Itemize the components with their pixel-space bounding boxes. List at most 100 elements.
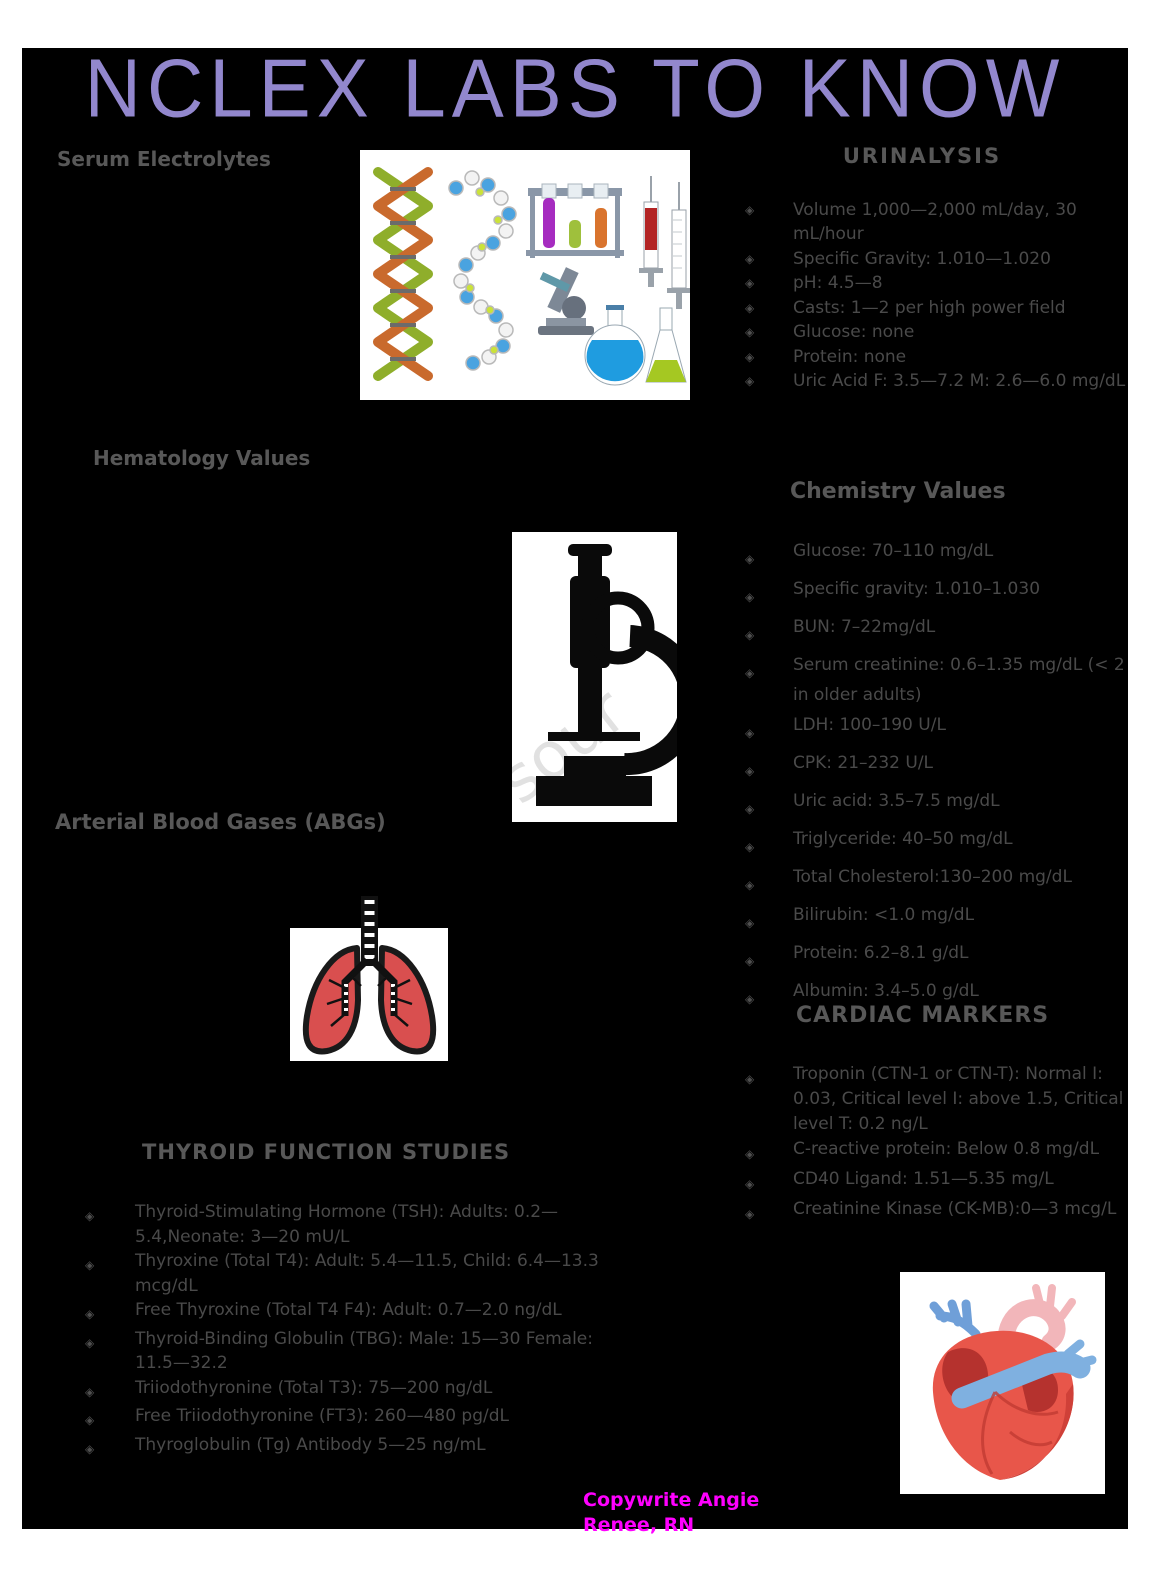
diamond-bullet-icon: ◈ (745, 325, 755, 340)
list-item-text: Bilirubin: <1.0 mg/dL (793, 905, 975, 925)
page-title: NCLEX LABS TO KNOW (84, 41, 1066, 135)
list-item-text: Protein: 6.2–8.1 g/dL (793, 943, 969, 963)
urinalysis-heading: URINALYSIS (842, 144, 1002, 168)
list-item: ◈ Albumin: 3.4–5.0 g/dL (745, 976, 1128, 1014)
lungs-icon (290, 896, 448, 1061)
list-item: ◈ Triglyceride: 40–50 mg/dL (745, 824, 1128, 862)
diamond-bullet-icon: ◈ (85, 1258, 95, 1272)
serum-electrolytes-heading: Serum Electrolytes (57, 147, 271, 171)
diamond-bullet-icon: ◈ (745, 251, 755, 266)
list-item: ◈ Specific gravity: 1.010–1.030 (745, 574, 1128, 612)
diamond-bullet-icon: ◈ (85, 1413, 95, 1427)
list-item-text: Specific gravity: 1.010–1.030 (793, 579, 1041, 599)
diamond-bullet-icon: ◈ (85, 1441, 95, 1456)
list-item-text: Troponin (CTN-1 or CTN-T): Normal I: 0.0… (793, 1064, 1124, 1134)
diamond-bullet-icon: ◈ (745, 628, 755, 642)
list-item-text: Albumin: 3.4–5.0 g/dL (793, 981, 979, 1001)
diamond-bullet-icon: ◈ (745, 666, 755, 680)
list-item: ◈ CPK: 21–232 U/L (745, 748, 1128, 786)
list-item: ◈ Uric acid: 3.5–7.5 mg/dL (745, 786, 1128, 824)
list-item-text: CPK: 21–232 U/L (793, 753, 934, 773)
copyright-line-2: Renee, RN (583, 1514, 695, 1537)
diamond-bullet-icon: ◈ (85, 1209, 95, 1223)
diamond-bullet-icon: ◈ (745, 276, 755, 291)
list-item-text: Total Cholesterol:130–200 mg/dL (793, 867, 1072, 887)
diamond-bullet-icon: ◈ (85, 1307, 95, 1321)
dna-lab-equipment-icon (360, 150, 691, 400)
list-item: ◈ Casts: 1—2 per high power field (745, 296, 1128, 320)
urinalysis-list: ◈ Volume 1,000—2,000 mL/day, 30 mL/hour … (745, 198, 1128, 394)
lungs-illustration (287, 896, 452, 1068)
diamond-bullet-icon: ◈ (745, 300, 755, 315)
list-item-text: Free Triiodothyronine (FT3): 260—480 pg/… (135, 1406, 509, 1426)
list-item-text: Volume 1,000—2,000 mL/day, 30 mL/hour (793, 200, 1077, 245)
list-item: ◈ Bilirubin: <1.0 mg/dL (745, 900, 1128, 938)
list-item-text: Glucose: none (793, 322, 915, 343)
list-item: ◈ Thyroxine (Total T4): Adult: 5.4—11.5,… (85, 1249, 615, 1298)
list-item: ◈ C-reactive protein: Below 0.8 mg/dL (745, 1137, 1131, 1167)
list-item-text: Thyroid-Stimulating Hormone (TSH): Adult… (135, 1202, 559, 1247)
list-item: ◈ Volume 1,000—2,000 mL/day, 30 mL/hour (745, 198, 1128, 247)
diamond-bullet-icon: ◈ (745, 954, 755, 968)
list-item: ◈ Thyroid-Binding Globulin (TBG): Male: … (85, 1327, 615, 1376)
heart-icon (900, 1272, 1105, 1494)
diamond-bullet-icon: ◈ (745, 878, 755, 892)
list-item-text: C-reactive protein: Below 0.8 mg/dL (793, 1139, 1100, 1159)
diamond-bullet-icon: ◈ (745, 374, 755, 389)
diamond-bullet-icon: ◈ (745, 203, 755, 217)
list-item-text: Specific Gravity: 1.010—1.020 (793, 248, 1051, 269)
list-item: ◈ Free Thyroxine (Total T4 F4): Adult: 0… (85, 1298, 615, 1327)
list-item-text: Thyroid-Binding Globulin (TBG): Male: 15… (135, 1328, 593, 1374)
diamond-bullet-icon: ◈ (745, 590, 755, 604)
copyright-credit: Copywrite Angie Renee, RN (583, 1488, 759, 1538)
diamond-bullet-icon: ◈ (745, 992, 755, 1006)
copyright-line-1: Copywrite Angie (583, 1489, 760, 1511)
diamond-bullet-icon: ◈ (745, 840, 755, 854)
list-item-text: Uric acid: 3.5–7.5 mg/dL (793, 791, 1000, 811)
diamond-bullet-icon: ◈ (745, 802, 755, 816)
list-item: ◈ Specific Gravity: 1.010—1.020 (745, 247, 1128, 271)
chemistry-values-heading: Chemistry Values (790, 479, 1006, 504)
list-item-text: Free Thyroxine (Total T4 F4): Adult: 0.7… (135, 1300, 562, 1320)
list-item: ◈ Total Cholesterol:130–200 mg/dL (745, 862, 1128, 900)
list-item: ◈ Protein: 6.2–8.1 g/dL (745, 938, 1128, 976)
list-item: ◈ Thyroid-Stimulating Hormone (TSH): Adu… (85, 1200, 615, 1249)
thyroid-studies-list: ◈ Thyroid-Stimulating Hormone (TSH): Adu… (85, 1200, 615, 1461)
list-item: ◈ Protein: none (745, 345, 1128, 369)
list-item: ◈ BUN: 7–22mg/dL (745, 612, 1128, 650)
diamond-bullet-icon: ◈ (85, 1384, 95, 1399)
list-item-text: CD40 Ligand: 1.51—5.35 mg/L (793, 1169, 1054, 1189)
list-item: ◈ Troponin (CTN-1 or CTN-T): Normal I: 0… (745, 1062, 1131, 1137)
list-item: ◈ pH: 4.5—8 (745, 271, 1128, 295)
list-item-text: Triiodothyronine (Total T3): 75—200 ng/d… (135, 1377, 493, 1398)
list-item-text: Thyroglobulin (Tg) Antibody 5—25 ng/mL (135, 1434, 486, 1455)
heart-illustration (900, 1272, 1105, 1498)
thyroid-studies-heading: THYROID FUNCTION STUDIES (142, 1140, 511, 1164)
diamond-bullet-icon: ◈ (745, 1072, 755, 1086)
cardiac-markers-heading: CARDIAC MARKERS (796, 1003, 1050, 1028)
diamond-bullet-icon: ◈ (745, 1147, 755, 1161)
list-item: ◈ LDH: 100–190 U/L (745, 710, 1128, 748)
list-item-text: BUN: 7–22mg/dL (793, 617, 936, 637)
diamond-bullet-icon: ◈ (745, 1207, 755, 1221)
diamond-bullet-icon: ◈ (745, 916, 755, 930)
hematology-values-heading: Hematology Values (93, 446, 311, 470)
dna-lab-equipment-illustration (360, 150, 691, 404)
list-item-text: Thyroxine (Total T4): Adult: 5.4—11.5, C… (135, 1251, 599, 1296)
diamond-bullet-icon: ◈ (745, 764, 755, 778)
list-item-text: Serum creatinine: 0.6–1.35 mg/dL (< 2 in… (793, 655, 1125, 705)
diamond-bullet-icon: ◈ (745, 1177, 755, 1191)
chemistry-list: ◈ Glucose: 70–110 mg/dL ◈ Specific gravi… (745, 536, 1128, 1014)
list-item: ◈ CD40 Ligand: 1.51—5.35 mg/L (745, 1167, 1131, 1197)
list-item-text: Glucose: 70–110 mg/dL (793, 541, 994, 561)
abg-heading: Arterial Blood Gases (ABGs) (55, 810, 386, 834)
cardiac-markers-list: ◈ Troponin (CTN-1 or CTN-T): Normal I: 0… (745, 1062, 1131, 1227)
list-item: ◈ Uric Acid F: 3.5—7.2 M: 2.6—6.0 mg/dL (745, 369, 1128, 393)
list-item: ◈ Serum creatinine: 0.6–1.35 mg/dL (< 2 … (745, 650, 1128, 710)
list-item: ◈ Thyroglobulin (Tg) Antibody 5—25 ng/mL (85, 1433, 615, 1462)
list-item-text: Uric Acid F: 3.5—7.2 M: 2.6—6.0 mg/dL (793, 371, 1126, 392)
list-item-text: Creatinine Kinase (CK-MB):0—3 mcg/L (793, 1199, 1117, 1219)
diamond-bullet-icon: ◈ (745, 349, 755, 364)
list-item-text: pH: 4.5—8 (793, 273, 883, 294)
list-item: ◈ Glucose: 70–110 mg/dL (745, 536, 1128, 574)
